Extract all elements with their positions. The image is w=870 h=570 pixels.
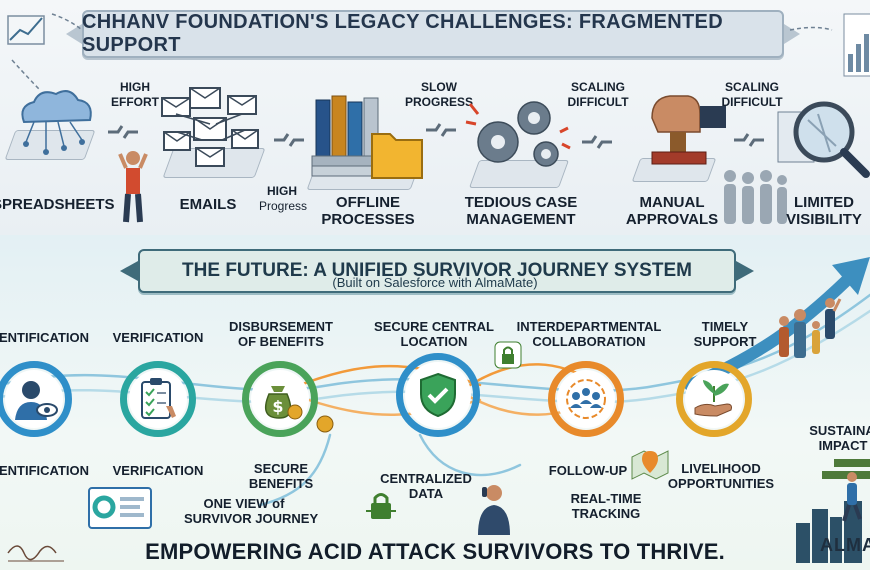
annotation-slow-progress-2: PROGRESS [404, 95, 473, 109]
label-identification-top: ENTIFICATION [0, 330, 90, 345]
team-cycle-icon [566, 379, 606, 419]
annotation-scaling-b-1: SCALING [725, 80, 779, 94]
annotation-high-progress-2: Progress [258, 199, 308, 213]
legacy-title: CHHANV FOUNDATION'S LEGACY CHALLENGES: F… [82, 11, 723, 56]
label-secure-benefits-1: SECURE [253, 461, 309, 476]
node-verification [120, 361, 196, 437]
climbing-person-icon [842, 472, 862, 522]
item-label-offline-2: PROCESSES [321, 211, 415, 228]
annotation-scaling-a-1: SCALING [571, 80, 625, 94]
operator-phone-icon [478, 485, 510, 535]
label-sustain-1: SUSTAINA [809, 423, 870, 438]
trend-chart-icon [7, 15, 45, 45]
stamp-hand-icon [651, 95, 726, 165]
label-secure-central-1: SECURE CENTRAL [374, 319, 494, 334]
future-system-section: THE FUTURE: A UNIFIED SURVIVOR JOURNEY S… [0, 235, 870, 570]
coin-icon [316, 415, 334, 433]
label-disbursement-1: DISBURSEMENT [228, 319, 333, 334]
legacy-title-banner: CHHANV FOUNDATION'S LEGACY CHALLENGES: F… [66, 10, 800, 58]
annotation-high-progress-1: HIGH [267, 184, 297, 198]
node-interdepartmental [548, 361, 624, 437]
svg-text:$: $ [272, 397, 283, 416]
label-realtime-2: TRACKING [571, 506, 641, 521]
future-subtitle: (Built on Salesforce with AlmaMate) [332, 275, 538, 290]
label-interdept-1: INTERDEPARTMENTAL [516, 319, 662, 334]
dashboard-icon [88, 487, 152, 529]
item-label-manual-1: MANUAL [639, 194, 705, 211]
broken-link-icon [582, 135, 612, 149]
item-label-tedious-1: TEDIOUS CASE [464, 194, 578, 211]
label-disbursement-2: OF BENEFITS [238, 334, 324, 349]
label-centralized-1: CENTRALIZED [380, 471, 472, 486]
label-secure-central-2: LOCATION [400, 334, 468, 349]
node-identification [0, 361, 72, 437]
item-label-emails: EMAILS [179, 196, 237, 213]
label-centralized-2: DATA [408, 486, 444, 501]
label-timely-1: TIMELY [701, 319, 749, 334]
label-secure-benefits-2: BENEFITS [248, 476, 314, 491]
binders-folder-icon [311, 95, 423, 179]
map-pin-icon [631, 450, 669, 480]
label-sustain-2: IMPACT [818, 438, 868, 453]
cloud-network-icon [21, 90, 92, 155]
label-livelihood-2: OPPORTUNITIES [667, 476, 775, 491]
shield-check-icon [420, 372, 456, 418]
label-realtime-1: REAL-TIME [570, 491, 642, 506]
label-follow-up: FOLLOW-UP [548, 463, 628, 478]
item-label-spreadsheets: SPREADSHEETS [0, 196, 115, 213]
item-label-manual-2: APPROVALS [625, 211, 719, 228]
broken-link-icon [108, 125, 138, 139]
label-interdept-2: COLLABORATION [532, 334, 646, 349]
item-label-limited-2: VISIBILITY [786, 211, 862, 228]
padlock-icon [494, 341, 522, 369]
broken-link-icon [274, 133, 304, 147]
node-timely-support [676, 361, 752, 437]
magnifier-icon [777, 101, 870, 178]
checklist-icon [141, 378, 176, 419]
annotation-scaling-a-2: DIFFICULT [567, 95, 629, 109]
future-title-banner: THE FUTURE: A UNIFIED SURVIVOR JOURNEY S… [120, 249, 754, 293]
node-disbursement: $ [242, 361, 318, 437]
label-identification-bottom: ENTIFICATION [0, 463, 90, 478]
node-secure-central [396, 353, 480, 437]
label-livelihood-1: LIVELIHOOD [681, 461, 761, 476]
money-bag-icon: $ [264, 386, 303, 420]
padlock-icon [366, 493, 396, 519]
bar-chart-icon [843, 13, 870, 77]
item-label-limited-1: LIMITED [794, 194, 854, 211]
brand-logo: ALMA [820, 535, 870, 555]
label-verification-top: VERIFICATION [112, 330, 204, 345]
item-label-tedious-2: MANAGEMENT [466, 211, 576, 228]
broken-link-icon [426, 123, 456, 137]
envelopes-icon [161, 87, 259, 167]
dashed-connectors [11, 13, 833, 91]
hand-plant-icon [694, 380, 732, 417]
broken-link-icon [734, 133, 764, 147]
annotation-slow-progress-1: SLOW [421, 80, 457, 94]
waiting-people-icon [724, 170, 787, 224]
label-one-view-1: ONE VIEW of [203, 496, 285, 511]
annotation-scaling-b-2: DIFFICULT [721, 95, 783, 109]
future-title: THE FUTURE: A UNIFIED SURVIVOR JOURNEY S… [182, 260, 692, 281]
annotation-high-effort-2: EFFORT [111, 95, 159, 109]
signature-logo [7, 545, 64, 562]
stressed-person-icon [118, 151, 148, 223]
label-one-view-2: SURVIVOR JOURNEY [184, 511, 319, 526]
tagline: EMPOWERING ACID ATTACK SURVIVORS TO THRI… [145, 539, 725, 564]
family-icon [779, 298, 842, 358]
label-timely-2: SUPPORT [693, 334, 757, 349]
label-verification-bottom: VERIFICATION [112, 463, 204, 478]
item-label-offline-1: OFFLINE [335, 194, 401, 211]
gears-icon [465, 101, 571, 167]
legacy-challenges-section: CHHANV FOUNDATION'S LEGACY CHALLENGES: F… [0, 0, 870, 235]
annotation-high-effort-1: HIGH [120, 80, 150, 94]
person-eye-icon [15, 381, 58, 420]
